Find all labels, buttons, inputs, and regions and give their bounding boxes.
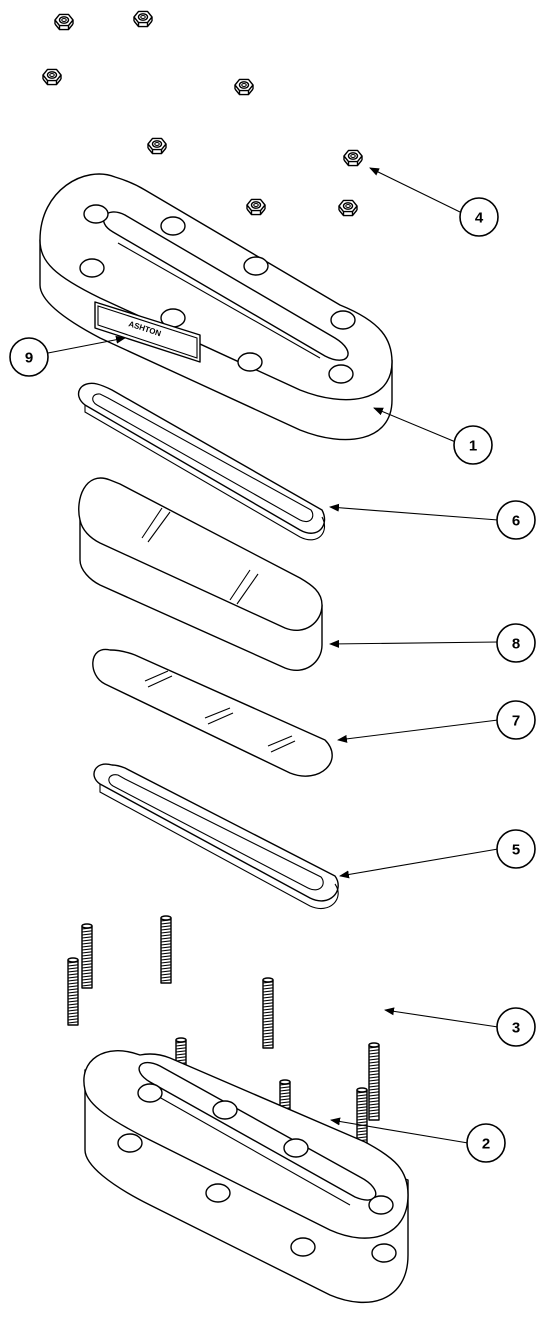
hex-nut [338,199,358,217]
threaded-stud [67,957,79,1026]
threaded-studs [67,915,380,1158]
callout-5: 5 [496,829,536,869]
callout-8: 8 [496,623,536,663]
callout-1-label: 1 [469,438,477,455]
callout-8-label: 8 [512,636,520,653]
mica-shield [92,648,333,777]
threaded-stud [368,1042,380,1121]
callout-5-label: 5 [512,842,520,859]
callout-2-label: 2 [482,1136,490,1153]
top-flange: ASHTON [39,173,393,441]
callout-3-label: 3 [512,1020,520,1037]
hex-nuts [42,10,363,217]
callout-4: 4 [459,197,499,237]
hex-nut [246,198,266,216]
callout-7: 7 [496,700,536,740]
threaded-stud [262,977,274,1049]
gasket-upper [77,382,326,541]
nameplate: ASHTON [94,301,201,363]
callout-9-label: 9 [25,350,33,367]
threaded-stud [160,915,172,984]
callout-6: 6 [496,500,536,540]
bottom-flange [83,1050,409,1303]
hex-nut [54,13,74,31]
gasket-lower [93,763,339,909]
callout-1: 1 [453,425,493,465]
callout-2: 2 [466,1123,506,1163]
leader-lines [47,167,499,1144]
callout-7-label: 7 [512,713,520,730]
hex-nut [42,68,62,86]
callout-4-label: 4 [475,210,484,227]
callout-9: 9 [9,337,49,377]
hex-nut [147,137,167,155]
hex-nut [133,10,153,28]
hex-nut [234,78,254,96]
hex-nut [343,149,363,167]
glass-sight [78,477,323,671]
callout-6-label: 6 [512,513,520,530]
callout-3: 3 [496,1007,536,1047]
threaded-stud [81,923,93,989]
